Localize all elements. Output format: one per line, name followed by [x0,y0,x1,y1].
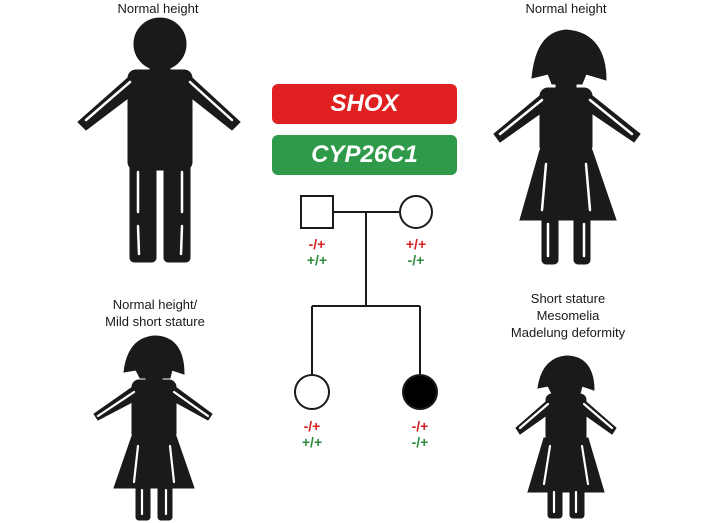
daughter2-cyp-genotype: -/+ [411,434,429,450]
daughter2-pedigree-circle [402,374,438,410]
daughter2-shox-genotype: -/+ [411,418,429,434]
father-shox-genotype: -/+ [308,236,326,252]
father-silhouette [77,17,241,263]
daughter2-label-line1: Short stature [530,291,606,306]
daughter1-label-line2: Mild short stature [105,314,205,329]
mother-genotypes: +/+ -/+ [391,236,441,268]
father-cyp-genotype: +/+ [306,252,328,268]
mother-silhouette [493,29,641,265]
cyp26c1-gene-box: CYP26C1 [272,135,457,175]
father-genotypes: -/+ +/+ [292,236,342,268]
shox-gene-box: SHOX [272,84,457,124]
daughter2-label-line3: Madelung deformity [510,325,626,340]
daughter1-label-line1: Normal height/ [112,297,198,312]
daughter2-genotypes: -/+ -/+ [395,418,445,450]
daughter1-silhouette [93,335,213,521]
mother-shox-genotype: +/+ [405,236,427,252]
mother-phenotype-label: Normal height [525,1,607,16]
father-pedigree-square [300,195,334,229]
daughter1-shox-genotype: -/+ [303,418,321,434]
daughter1-phenotype-label: Normal height/ Mild short stature [80,296,230,330]
father-phenotype-label: Normal height [117,1,199,16]
mother-cyp-genotype: -/+ [407,252,425,268]
daughter2-label-line2: Mesomelia [536,308,600,323]
daughter2-phenotype-label: Short stature Mesomelia Madelung deformi… [498,290,638,341]
daughter1-genotypes: -/+ +/+ [287,418,337,450]
mother-pedigree-circle [399,195,433,229]
daughter2-silhouette [515,355,617,519]
pedigree-lines [311,211,421,374]
daughter1-pedigree-circle [294,374,330,410]
daughter1-cyp-genotype: +/+ [301,434,323,450]
